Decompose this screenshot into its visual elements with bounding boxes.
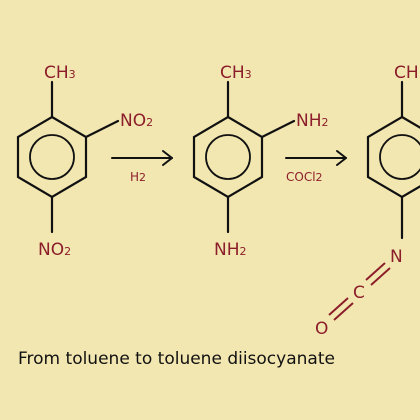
aromatic-circle-3 [379, 134, 420, 180]
bond-nh2-side-2 [260, 119, 296, 139]
bond-n-c-a [365, 262, 386, 281]
group-no2-side-1: NO2 [120, 111, 153, 131]
group-ch-3: CH [394, 63, 419, 83]
atom-carbon: C [353, 283, 365, 303]
bond-c-o-a [328, 297, 349, 316]
molecule-toluenediamine: CH3 NH2 NH2 [192, 63, 329, 260]
bond-n-c-b [370, 267, 391, 286]
atom-nitrogen: N [390, 247, 403, 267]
arrowhead-1 [162, 150, 173, 166]
group-no2-bottom-1: NO2 [38, 240, 71, 260]
group-nh2-bottom-2: NH2 [214, 240, 247, 260]
aromatic-circle-2 [205, 134, 251, 180]
reagent-h2: H2 [130, 170, 146, 184]
reagent-cocl2: COCl2 [286, 170, 323, 184]
bond-c-o-b [333, 302, 354, 321]
group-ch3-1: CH3 [44, 63, 76, 83]
benzene-ring-1 [16, 115, 88, 199]
benzene-ring-3 [366, 115, 420, 199]
molecule-diisocyanate: CH N C O [315, 63, 420, 339]
group-nh2-side-2: NH2 [296, 111, 329, 131]
bond-no2-side-1 [84, 119, 120, 139]
arrowhead-2 [336, 150, 347, 166]
reaction-arrow-1: H2 [111, 150, 173, 184]
molecule-dinitrotoluene: CH3 NO2 NO2 [16, 63, 153, 260]
group-ch3-2: CH3 [220, 63, 252, 83]
aromatic-circle-1 [29, 134, 75, 180]
caption: From toluene to toluene diisocyanate [18, 349, 335, 369]
reaction-arrow-2: COCl2 [285, 150, 347, 184]
atom-oxygen: O [315, 319, 328, 339]
benzene-ring-2 [192, 115, 264, 199]
